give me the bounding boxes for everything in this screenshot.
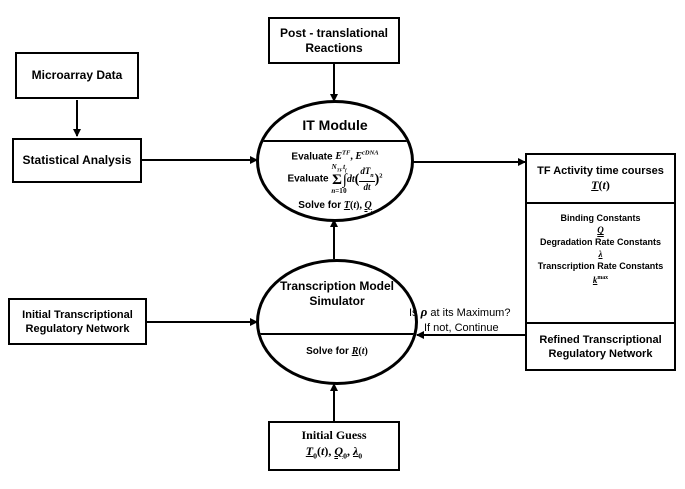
tf-activity-title: TF Activity time courses (537, 164, 664, 177)
initial-network-box: Initial Transcriptional Regulatory Netwo… (8, 298, 147, 345)
transcription-constants-symbol: kmax (592, 275, 609, 285)
refined-network-section: Refined Transcriptional Regulatory Netwo… (527, 324, 674, 369)
rho-question-prefix: Is (409, 307, 418, 319)
it-evaluate-1-label: Evaluate (291, 151, 333, 163)
it-evaluate-2-label: Evaluate (287, 173, 329, 185)
post-translational-box: Post - translational Reactions (268, 17, 400, 64)
it-module-circle: IT Module Evaluate ETF, EcDNA Evaluate N… (256, 100, 414, 222)
right-panel-divider-2 (527, 322, 674, 324)
initial-guess-box: Initial Guess T0(t), Q0, λ0 (268, 421, 400, 471)
it-evaluate-1-formula: ETF, EcDNA (335, 150, 379, 163)
rho-question: Is ρ at its Maximum? (409, 304, 510, 320)
binding-constants-symbol: Q (597, 225, 604, 235)
simulator-solve-formula: R(t) (351, 346, 368, 357)
it-evaluate-1: Evaluate ETF, EcDNA (259, 147, 411, 163)
it-module-divider (259, 140, 411, 142)
post-translational-label: Post - translational Reactions (279, 25, 389, 55)
transcription-constants-label: Transcription Rate Constants (537, 261, 664, 271)
microarray-data-label: Microarray Data (31, 68, 123, 82)
degradation-constants-symbol: λ (598, 249, 603, 259)
it-solve-label: Solve for (298, 200, 342, 211)
it-solve-formula: T(t), Q (343, 200, 372, 211)
rho-symbol: ρ (420, 304, 428, 319)
binding-constants-label: Binding Constants (560, 213, 641, 223)
continue-label: If not, Continue (424, 322, 499, 334)
degradation-constants-label: Degradation Rate Constants (539, 237, 662, 247)
simulator-circle: Transcription Model Simulator Solve for … (256, 259, 418, 385)
it-solve: Solve for T(t), Q (259, 199, 411, 212)
initial-guess-title: Initial Guess (301, 428, 367, 443)
right-panel: TF Activity time courses T(t) Binding Co… (525, 153, 676, 371)
statistical-analysis-label: Statistical Analysis (22, 153, 132, 167)
statistical-analysis-box: Statistical Analysis (12, 138, 142, 183)
microarray-data-box: Microarray Data (15, 52, 139, 99)
right-panel-divider-1 (527, 202, 674, 204)
simulator-divider (259, 333, 415, 335)
tf-activity-section: TF Activity time courses T(t) (527, 155, 674, 201)
constants-section: Binding Constants Q Degradation Rate Con… (527, 212, 674, 286)
simulator-title: Transcription Model Simulator (279, 279, 394, 308)
it-module-title: IT Module (302, 117, 368, 133)
tf-activity-formula: T(t) (591, 177, 610, 192)
simulator-solve: Solve for R(t) (259, 345, 415, 358)
rho-question-suffix: at its Maximum? (430, 307, 511, 319)
initial-network-label: Initial Transcriptional Regulatory Netwo… (22, 308, 133, 335)
simulator-solve-label: Solve for (306, 346, 349, 357)
initial-guess-formula: T0(t), Q0, λ0 (305, 444, 363, 461)
refined-network-label: Refined Transcriptional Regulatory Netwo… (539, 333, 662, 360)
